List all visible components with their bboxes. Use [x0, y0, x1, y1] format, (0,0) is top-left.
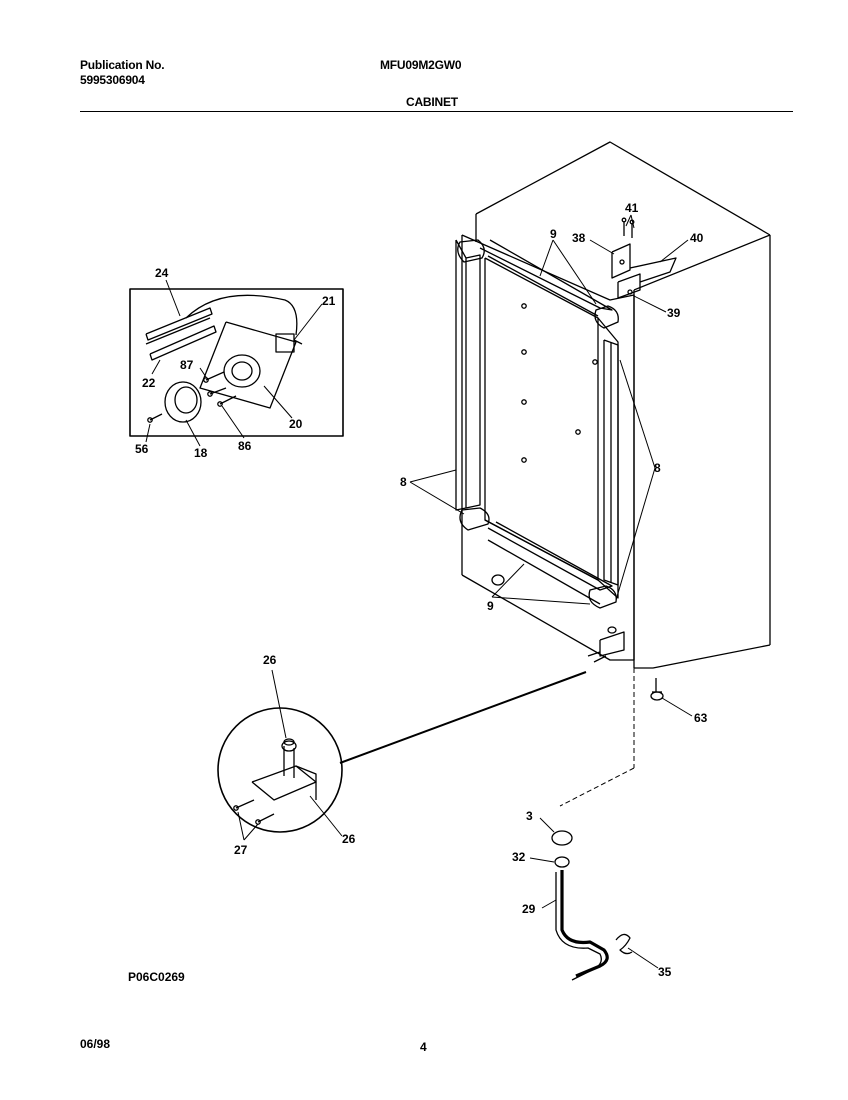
bottom-hinge — [587, 626, 625, 663]
callout-87: 87 — [180, 358, 194, 372]
section-title: CABINET — [406, 95, 458, 109]
corner-piece — [459, 507, 490, 531]
publication-date: 06/98 — [80, 1037, 111, 1051]
publication-number: 5995306904 — [80, 73, 145, 87]
breaker-strip-left — [455, 239, 481, 511]
callout-40: 40 — [690, 231, 704, 245]
header-rule — [80, 111, 793, 112]
breaker-strip-bottom — [487, 521, 613, 605]
breaker-strip-top — [479, 239, 613, 317]
callout-9-top: 9 — [550, 227, 557, 241]
callout-9-bottom: 9 — [487, 599, 494, 613]
callout-24: 24 — [155, 266, 169, 280]
callout-26-top: 26 — [263, 653, 277, 667]
callout-41: 41 — [625, 201, 639, 215]
breaker-strip-right — [603, 339, 619, 586]
callout-3: 3 — [526, 809, 533, 823]
callout-32: 32 — [512, 850, 526, 864]
page-number: 4 — [420, 1040, 427, 1054]
callout-38: 38 — [572, 231, 586, 245]
light-assembly-inset — [129, 288, 344, 437]
callout-35: 35 — [658, 965, 672, 979]
figure-code: P06C0269 — [128, 970, 185, 984]
callout-labels: 41 38 40 39 9 9 8 8 63 24 21 22 87 20 56… — [135, 201, 708, 979]
callout-56: 56 — [135, 442, 149, 456]
drain-parts — [551, 668, 635, 981]
corner-piece — [588, 585, 617, 609]
callout-63: 63 — [694, 711, 708, 725]
callout-86: 86 — [238, 439, 252, 453]
callout-39: 39 — [667, 306, 681, 320]
callout-20: 20 — [289, 417, 303, 431]
leader-lines — [145, 214, 693, 969]
callout-18: 18 — [194, 446, 208, 460]
top-hinge — [611, 217, 677, 299]
corner-piece — [594, 305, 619, 329]
callout-26-right: 26 — [342, 832, 356, 846]
callout-27: 27 — [234, 843, 248, 857]
corner-piece — [491, 574, 505, 586]
publication-label: Publication No. — [80, 58, 165, 72]
callout-8-right: 8 — [654, 461, 661, 475]
callout-22: 22 — [142, 376, 156, 390]
hinge-detail-circle — [217, 671, 587, 833]
callout-29: 29 — [522, 902, 536, 916]
model-number: MFU09M2GW0 — [380, 58, 462, 72]
callout-8-left: 8 — [400, 475, 407, 489]
leveling-leg — [650, 678, 664, 701]
callout-21: 21 — [322, 294, 336, 308]
corner-piece — [457, 239, 485, 263]
cabinet-body — [461, 141, 771, 669]
